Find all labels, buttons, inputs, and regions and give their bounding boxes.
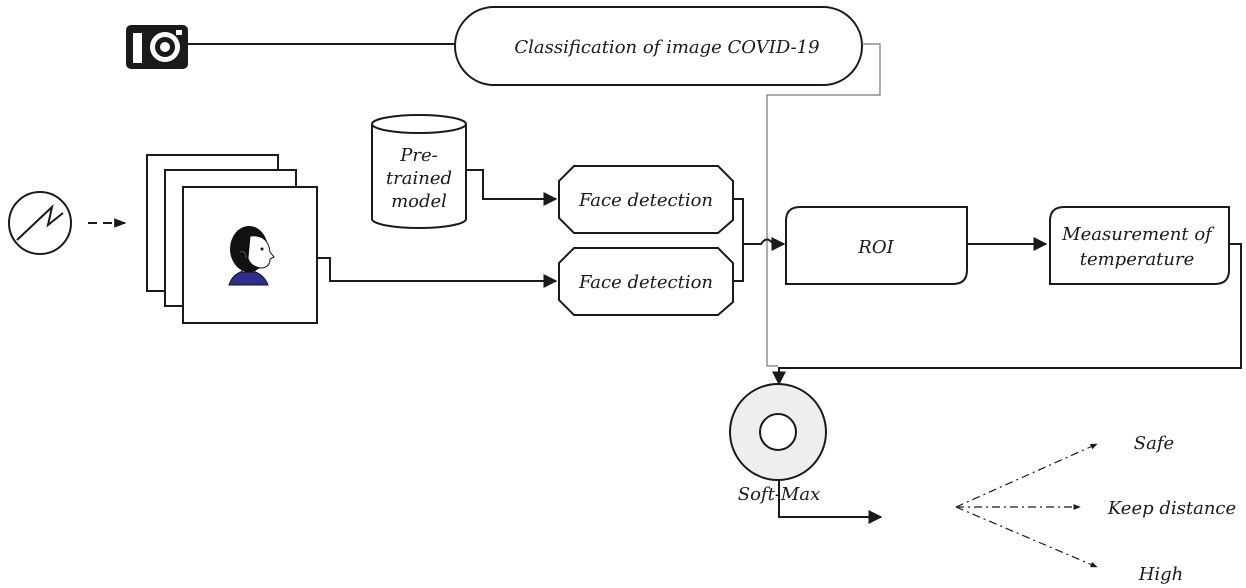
- face-detection-top-connector: [733, 198, 744, 244]
- measurement-box: Measurement of temperature: [1049, 206, 1230, 285]
- pretrained-model-line-3: model: [391, 191, 447, 212]
- pretrained-model-database: Pre- trained model: [371, 114, 467, 229]
- face-detection-box-top: Face detection: [558, 165, 734, 234]
- measurement-label-line-2: temperature: [1080, 249, 1195, 270]
- pretrained-model-line-1: Pre-: [399, 145, 437, 166]
- branch-to-safe-arrow: [955, 443, 1098, 508]
- measurement-to-softmax-arrow: [772, 243, 1242, 386]
- camera-icon: [126, 25, 188, 69]
- output-safe-label: Safe: [1134, 433, 1174, 454]
- model-to-face-detection-arrow: [466, 169, 558, 206]
- person-face-icon: [228, 226, 275, 286]
- classification-label: Classification of image COVID-19: [514, 37, 819, 58]
- classification-box: Classification of image COVID-19: [454, 6, 863, 86]
- softmax-to-outputs-arrow: [778, 480, 883, 524]
- face-detection-top-label: Face detection: [578, 190, 713, 211]
- signal-icon: [8, 191, 72, 255]
- face-detection-bottom-label: Face detection: [578, 272, 713, 293]
- face-detection-bottom-connector: [733, 244, 744, 282]
- classification-to-softmax-line: [766, 43, 881, 367]
- branch-to-high-arrow: [955, 506, 1098, 568]
- measurement-label-line-1: Measurement of: [1061, 224, 1215, 245]
- pretrained-model-line-2: trained: [386, 168, 452, 189]
- frames-to-face-detection-arrow: [317, 257, 558, 288]
- face-detection-box-bottom: Face detection: [558, 247, 734, 316]
- softmax-node: [729, 383, 827, 481]
- merge-to-roi-arrow: [743, 237, 786, 251]
- output-high-label: High: [1138, 564, 1184, 585]
- roi-box: ROI: [785, 206, 968, 285]
- output-keep-distance-label: Keep distance: [1107, 498, 1236, 519]
- roi-label: ROI: [857, 237, 894, 258]
